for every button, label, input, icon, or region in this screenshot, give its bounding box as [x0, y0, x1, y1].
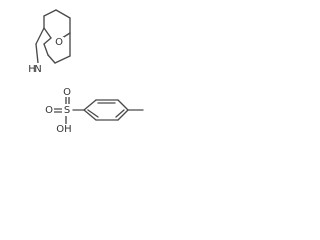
diagram-canvas: O H N S O [0, 0, 173, 150]
toluenesulfonic-acid-structure: S O O OH [45, 87, 144, 135]
ring-bond-1 [83, 99, 97, 111]
oxygen-top-atom-label: O [63, 87, 71, 98]
bond-top-7 [35, 27, 45, 45]
bond-top-13 [54, 55, 71, 64]
hydroxyl-atom-label: OH [56, 124, 71, 135]
hydrogen-atom-label: H [28, 64, 36, 75]
bond-top-8 [43, 37, 52, 45]
hydroxyl-label-background [56, 124, 72, 134]
bond-top-9 [43, 43, 49, 56]
ring-inner-double-2 [115, 109, 125, 118]
ring-bond-4 [117, 109, 129, 121]
bicyclic-amine-structure: O H N [28, 9, 71, 75]
oxygen-left-label-background [45, 105, 54, 115]
bond-top-12 [47, 54, 56, 64]
oxygen-top-label-background [63, 87, 72, 97]
sulfur-atom-label: S [64, 105, 70, 116]
sulfur-label-background [62, 104, 72, 116]
nitrogen-atom-label: N [34, 64, 41, 75]
nitrogen-label-background [33, 63, 43, 75]
ring-bond-6 [83, 109, 97, 121]
bond-top-6 [43, 27, 52, 39]
oxygen-label-background [55, 37, 64, 47]
bond-top-1 [43, 9, 57, 17]
ring-inner-double-3 [87, 109, 99, 118]
oxygen-atom-label: O [55, 37, 63, 48]
chemical-structure-diagram: O H N S O [28, 9, 144, 135]
bond-top-11 [35, 43, 39, 64]
ring-bond-3 [117, 99, 129, 111]
bond-top-2 [55, 9, 71, 19]
oxygen-left-atom-label: O [45, 105, 53, 116]
